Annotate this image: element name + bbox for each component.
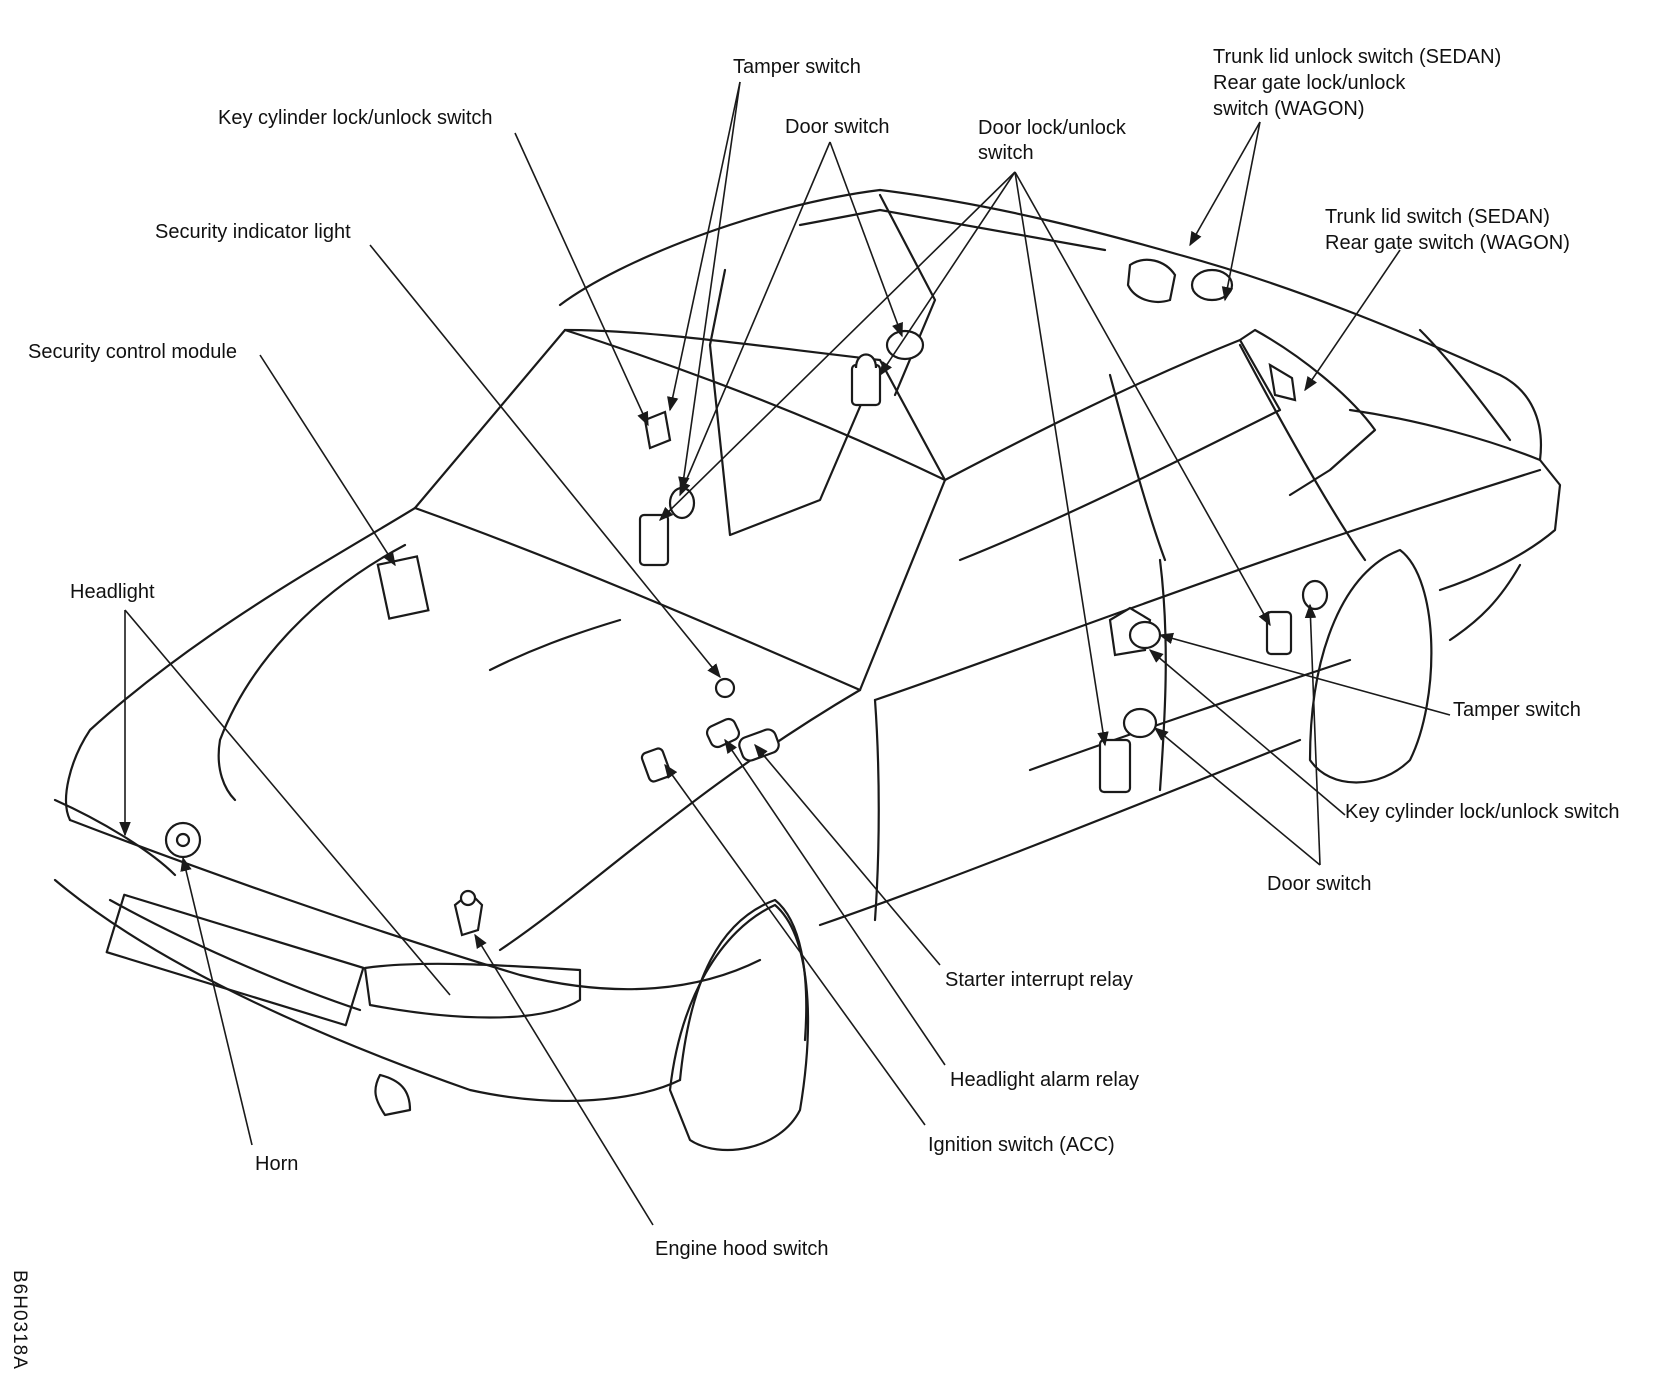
security-indicator-light (714, 677, 736, 699)
hood-crease (217, 543, 407, 802)
label-ignition-switch: Ignition switch (ACC) (928, 1134, 1115, 1156)
security-control-module (376, 555, 430, 620)
label-headlight-alarm: Headlight alarm relay (950, 1069, 1139, 1091)
front-grille (108, 898, 362, 1012)
label-security-indicator: Security indicator light (155, 221, 351, 243)
label-security-module: Security control module (28, 341, 237, 363)
headlight-alarm-relay (705, 717, 741, 749)
front-bumper (53, 878, 682, 1102)
leader-lines (119, 81, 1451, 1226)
front-wheel (668, 903, 810, 1152)
side-window-rear (1238, 328, 1377, 497)
label-key-cylinder-top: Key cylinder lock/unlock switch (218, 107, 493, 129)
door-lock-actuator-rear (1098, 738, 1132, 794)
rear-quarter (1348, 408, 1542, 462)
door-switch-back (1301, 579, 1329, 611)
components (164, 258, 1329, 937)
label-trunk-switch-1: Trunk lid switch (SEDAN) (1325, 206, 1550, 228)
rear-door-edge (1158, 558, 1167, 792)
rear-bumper (1448, 563, 1522, 642)
trunk-lid-switch (1268, 362, 1297, 402)
side-window-front (943, 338, 1282, 562)
trunk-edge (1418, 328, 1512, 442)
license-plate (105, 893, 365, 1027)
label-trunk-unlock-1: Trunk lid unlock switch (SEDAN) (1213, 46, 1502, 68)
label-trunk-unlock-2: Rear gate lock/unlock (1213, 72, 1406, 94)
door-lock-actuator-front (638, 513, 670, 567)
rear-wheel (1308, 548, 1433, 784)
hood-outline (65, 506, 417, 822)
car-body (53, 188, 1562, 1152)
a-pillar (878, 193, 937, 397)
side-sill (818, 738, 1302, 927)
starter-interrupt-relay (738, 728, 780, 762)
front-door-edge (873, 698, 880, 922)
door-frame-front (708, 268, 867, 537)
label-headlight: Headlight (70, 581, 155, 603)
label-trunk-unlock-3: switch (WAGON) (1213, 98, 1365, 120)
fog-lamp (374, 1073, 412, 1117)
side-crease (1028, 658, 1352, 772)
door-lock-actuator-back (1265, 610, 1293, 656)
headlamp-right (363, 962, 582, 1019)
windshield-top (563, 328, 947, 482)
key-cylinder-front (643, 410, 672, 450)
belt-line (873, 468, 1542, 702)
label-starter-interrupt: Starter interrupt relay (945, 969, 1133, 991)
label-door-lock-unlock-2: switch (978, 142, 1034, 164)
label-tamper-switch-right: Tamper switch (1453, 699, 1581, 721)
hood-line (488, 618, 622, 672)
roof-outline (558, 188, 1562, 592)
label-trunk-switch-2: Rear gate switch (WAGON) (1325, 232, 1570, 254)
label-horn: Horn (255, 1153, 299, 1175)
hood-center (498, 688, 862, 952)
tamper-switch-rear (1128, 620, 1162, 650)
tamper-switch-front (668, 486, 696, 520)
label-door-lock-unlock-1: Door lock/unlock (978, 117, 1126, 139)
label-engine-hood: Engine hood switch (655, 1238, 829, 1260)
trunk-lid-unlock-switch (1126, 258, 1177, 303)
door-switch-front (885, 329, 925, 361)
label-key-cylinder-right: Key cylinder lock/unlock switch (1345, 801, 1620, 823)
door-switch-rear (1122, 707, 1158, 739)
door-lock-padlock-front (850, 363, 882, 407)
label-tamper-switch-top: Tamper switch (733, 56, 861, 78)
label-door-switch-top: Door switch (785, 116, 890, 138)
b-pillar (1108, 373, 1167, 562)
label-door-switch-right: Door switch (1267, 873, 1372, 895)
figure-code: B6H0318A (9, 1270, 30, 1370)
c-pillar (1238, 343, 1367, 562)
roof-inner-line (798, 208, 1107, 252)
ignition-switch-relay (640, 747, 672, 783)
